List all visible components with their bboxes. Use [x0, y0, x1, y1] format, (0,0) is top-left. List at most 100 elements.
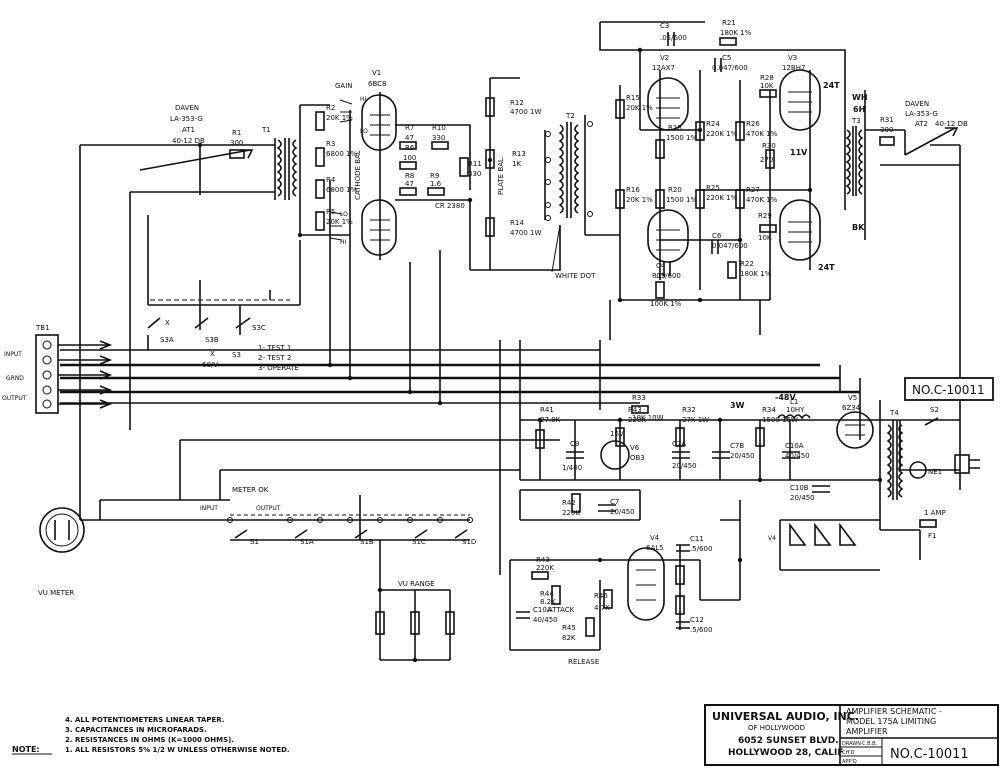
svg-text:R43: R43	[536, 556, 550, 564]
svg-text:20K 1%: 20K 1%	[626, 196, 653, 204]
svg-text:27.8K: 27.8K	[540, 416, 561, 424]
svg-text:R15: R15	[626, 94, 640, 102]
tube-v5: V5 6Z34	[836, 394, 874, 449]
title-block: UNIVERSAL AUDIO, INC. OF HOLLYWOOD 6052 …	[704, 704, 999, 766]
svg-text:C11: C11	[690, 535, 704, 543]
svg-text:100: 100	[403, 154, 416, 162]
attenuator-at1: DAVEN LA-353-G AT1 40-12 DB	[139, 104, 254, 171]
svg-text:20K 1%: 20K 1%	[326, 218, 353, 226]
at1-model: LA-353-G	[170, 115, 203, 123]
resistor-r8: R8 47	[399, 172, 417, 196]
note-1: 1. ALL RESISTORS 5% 1/2 W UNLESS OTHERWI…	[65, 746, 290, 754]
mode2-label: 2- TEST 2	[258, 354, 291, 362]
svg-text:10K: 10K	[760, 82, 774, 90]
svg-text:R6: R6	[405, 144, 415, 152]
svg-text:40/450: 40/450	[533, 616, 558, 624]
svg-text:.5/600: .5/600	[690, 545, 712, 553]
svg-text:V4: V4	[768, 535, 776, 542]
sixty-label: 60/V	[202, 361, 218, 369]
svg-text:.05/600: .05/600	[660, 34, 687, 42]
at2-name: DAVEN	[905, 100, 929, 108]
svg-text:R14: R14	[510, 219, 524, 227]
resistor-r6: R6 100	[399, 144, 417, 170]
svg-text:1/400: 1/400	[562, 464, 582, 472]
resistor-r27: R27 470K 1%	[735, 186, 778, 209]
at1-value: 40-12 DB	[172, 137, 205, 145]
v2-ref: V2	[660, 54, 669, 62]
note-4: 4. ALL POTENTIOMETERS LINEAR TAPER.	[65, 716, 224, 724]
capacitor-c10b: C10B 20/450	[790, 484, 830, 502]
svg-text:R29: R29	[758, 212, 772, 220]
svg-text:F1: F1	[928, 532, 936, 540]
resistor-r15: R15 20K 1%	[615, 94, 653, 119]
resistor-r43	[675, 595, 685, 615]
tb1-label: TB1	[35, 324, 50, 332]
svg-text:.05/600: .05/600	[654, 272, 681, 280]
svg-text:20/450: 20/450	[672, 462, 697, 470]
volt-24t-1: 24T	[823, 81, 840, 90]
drawn-value: C.B.B.	[862, 741, 878, 747]
svg-text:C4: C4	[656, 262, 666, 270]
tube-v6: 16V V6 OB3	[600, 430, 645, 470]
cathode-bal-label: CATHODE BAL	[354, 150, 362, 200]
svg-text:220K 1%: 220K 1%	[706, 194, 738, 202]
vu-meter-label: VU METER	[38, 589, 74, 597]
resistor-r3: R3 6800 1%	[315, 140, 357, 167]
volt-bk: BK	[852, 223, 865, 232]
svg-text:X: X	[165, 319, 170, 327]
svg-text:R44: R44	[540, 590, 554, 598]
svg-text:1 AMP: 1 AMP	[924, 509, 946, 517]
resistor-r38: R43 220K	[615, 406, 646, 447]
transformer-t4: T4	[886, 409, 904, 500]
resistor-r42	[675, 565, 685, 585]
at2-model: LA-353-G	[905, 110, 938, 118]
resistor-r21: R21 180K 1%	[719, 19, 752, 46]
resistor-r40: R45 82K	[562, 617, 595, 642]
resistor-r37: R42 220K	[562, 493, 581, 517]
capacitor-c7a: C7A 20/450	[672, 440, 697, 470]
t3-label: T3	[851, 117, 861, 125]
transformer-t2: T2	[545, 112, 593, 221]
svg-text:R27: R27	[746, 186, 760, 194]
resistor-r14: R14 4700 1W	[485, 217, 541, 237]
svg-text:4700 1W: 4700 1W	[510, 108, 541, 116]
vu-meter: VU METER	[38, 507, 85, 597]
svg-text:R34: R34	[762, 406, 776, 414]
resistor-r10: R10 330	[431, 124, 449, 150]
svg-text:C5: C5	[722, 54, 731, 62]
svg-text:S1D: S1D	[462, 538, 476, 546]
resistor-r36: R41 27.8K	[535, 406, 561, 449]
svg-text:4.7K: 4.7K	[594, 604, 610, 612]
svg-text:6Z34: 6Z34	[842, 404, 861, 412]
svg-text:S1B: S1B	[360, 538, 374, 546]
approved-label: APP'D	[842, 759, 857, 765]
resistor-r20: R20 1500 1%	[655, 186, 697, 209]
svg-text:S2: S2	[930, 406, 939, 414]
meter-input-label: INPUT	[200, 505, 218, 512]
svg-text:R19: R19	[652, 272, 666, 280]
t1-label: T1	[261, 126, 271, 134]
svg-text:R21: R21	[722, 19, 736, 27]
switch-s3: X S3A S3B S3C S3 X 60/V 1- TEST 1 2- TES…	[147, 299, 299, 372]
s3b-label: S3B	[205, 336, 219, 344]
notes-block: 4. ALL POTENTIOMETERS LINEAR TAPER. 3. C…	[12, 716, 290, 755]
gain-label: GAIN	[335, 82, 353, 90]
capacitor-c7b: C7B 20/450	[712, 442, 755, 460]
x-label: X	[210, 350, 215, 358]
resistor-r31: R31 300	[879, 116, 895, 146]
svg-text:220K: 220K	[628, 416, 646, 424]
volt-6h: 6H	[853, 105, 865, 114]
svg-text:C6: C6	[712, 232, 722, 240]
t4-label: T4	[889, 409, 899, 417]
capacitor-c3: C3 .05/600	[660, 22, 687, 46]
svg-text:V5: V5	[848, 394, 857, 402]
resistor-r12: R12 4700 1W	[485, 97, 541, 117]
resistor-r2: R2 20K 1%	[315, 104, 353, 131]
svg-text:220K: 220K	[536, 564, 554, 572]
svg-text:S1: S1	[250, 538, 259, 546]
svg-text:R32: R32	[682, 406, 696, 414]
capacitor-c8: C9 1/400	[562, 440, 584, 472]
at2-ref: AT2	[915, 120, 928, 128]
svg-text:R12: R12	[510, 99, 524, 107]
